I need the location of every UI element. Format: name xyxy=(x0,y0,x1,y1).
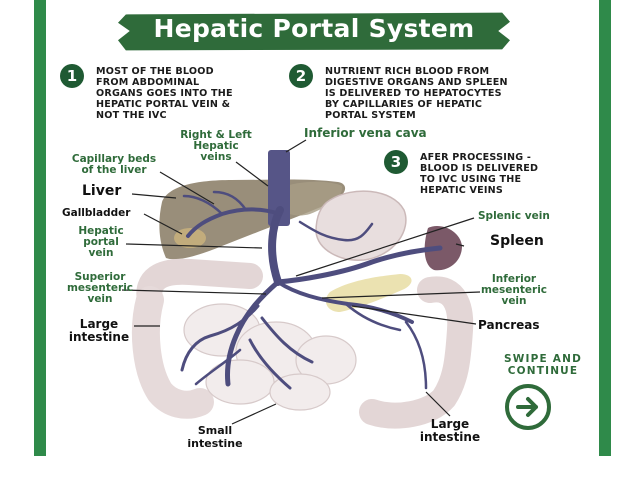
arrow-right-icon xyxy=(516,397,538,417)
step-3-text: AFER PROCESSING - BLOOD IS DELIVERED TO … xyxy=(420,152,539,196)
next-button[interactable] xyxy=(505,384,551,430)
right-border-stripe xyxy=(599,0,611,456)
page-title: Hepatic Portal System xyxy=(153,14,475,43)
step-1-badge: 1 xyxy=(60,64,84,88)
label-large-intestine-right: Large intestine xyxy=(419,417,481,444)
label-pancreas: Pancreas xyxy=(478,318,540,332)
liver-left-lobe xyxy=(280,181,343,216)
step-2-text: NUTRIENT RICH BLOOD FROM DIGESTIVE ORGAN… xyxy=(325,66,508,121)
stomach-shape xyxy=(315,190,407,261)
label-capillary-beds: Capillary beds of the liver xyxy=(71,153,157,176)
step-3-badge: 3 xyxy=(384,150,408,174)
label-inferior-vena-cava: Inferior vena cava xyxy=(304,126,427,140)
label-small-intestine: Small intestine xyxy=(187,424,243,450)
label-hepatic-portal-vein: Hepatic portal vein xyxy=(78,225,124,259)
inferior-vena-cava-shape xyxy=(268,150,290,226)
label-right-left-hepatic-veins: Right & Left Hepatic veins xyxy=(180,129,252,163)
spleen-shape xyxy=(424,226,462,271)
left-border-stripe xyxy=(34,0,46,456)
swipe-and-continue-text: SWIPE AND CONTINUE xyxy=(503,353,582,377)
pointer-lines xyxy=(121,139,481,425)
label-large-intestine-left: Large intestine xyxy=(68,317,130,344)
label-spleen: Spleen xyxy=(490,233,544,249)
label-splenic-vein: Splenic vein xyxy=(478,210,550,222)
gallbladder-shape xyxy=(174,228,206,248)
step-1-text: MOST OF THE BLOOD FROM ABDOMINAL ORGANS … xyxy=(96,66,233,121)
portal-vein-tree xyxy=(180,190,443,390)
label-gallbladder: Gallbladder xyxy=(62,207,131,219)
label-inferior-mesenteric-vein: Inferior mesenteric vein xyxy=(480,273,548,307)
title-banner xyxy=(118,12,510,51)
label-superior-mesenteric-vein: Superior mesenteric vein xyxy=(66,271,134,305)
step-2-badge: 2 xyxy=(289,64,313,88)
label-liver: Liver xyxy=(82,183,122,199)
